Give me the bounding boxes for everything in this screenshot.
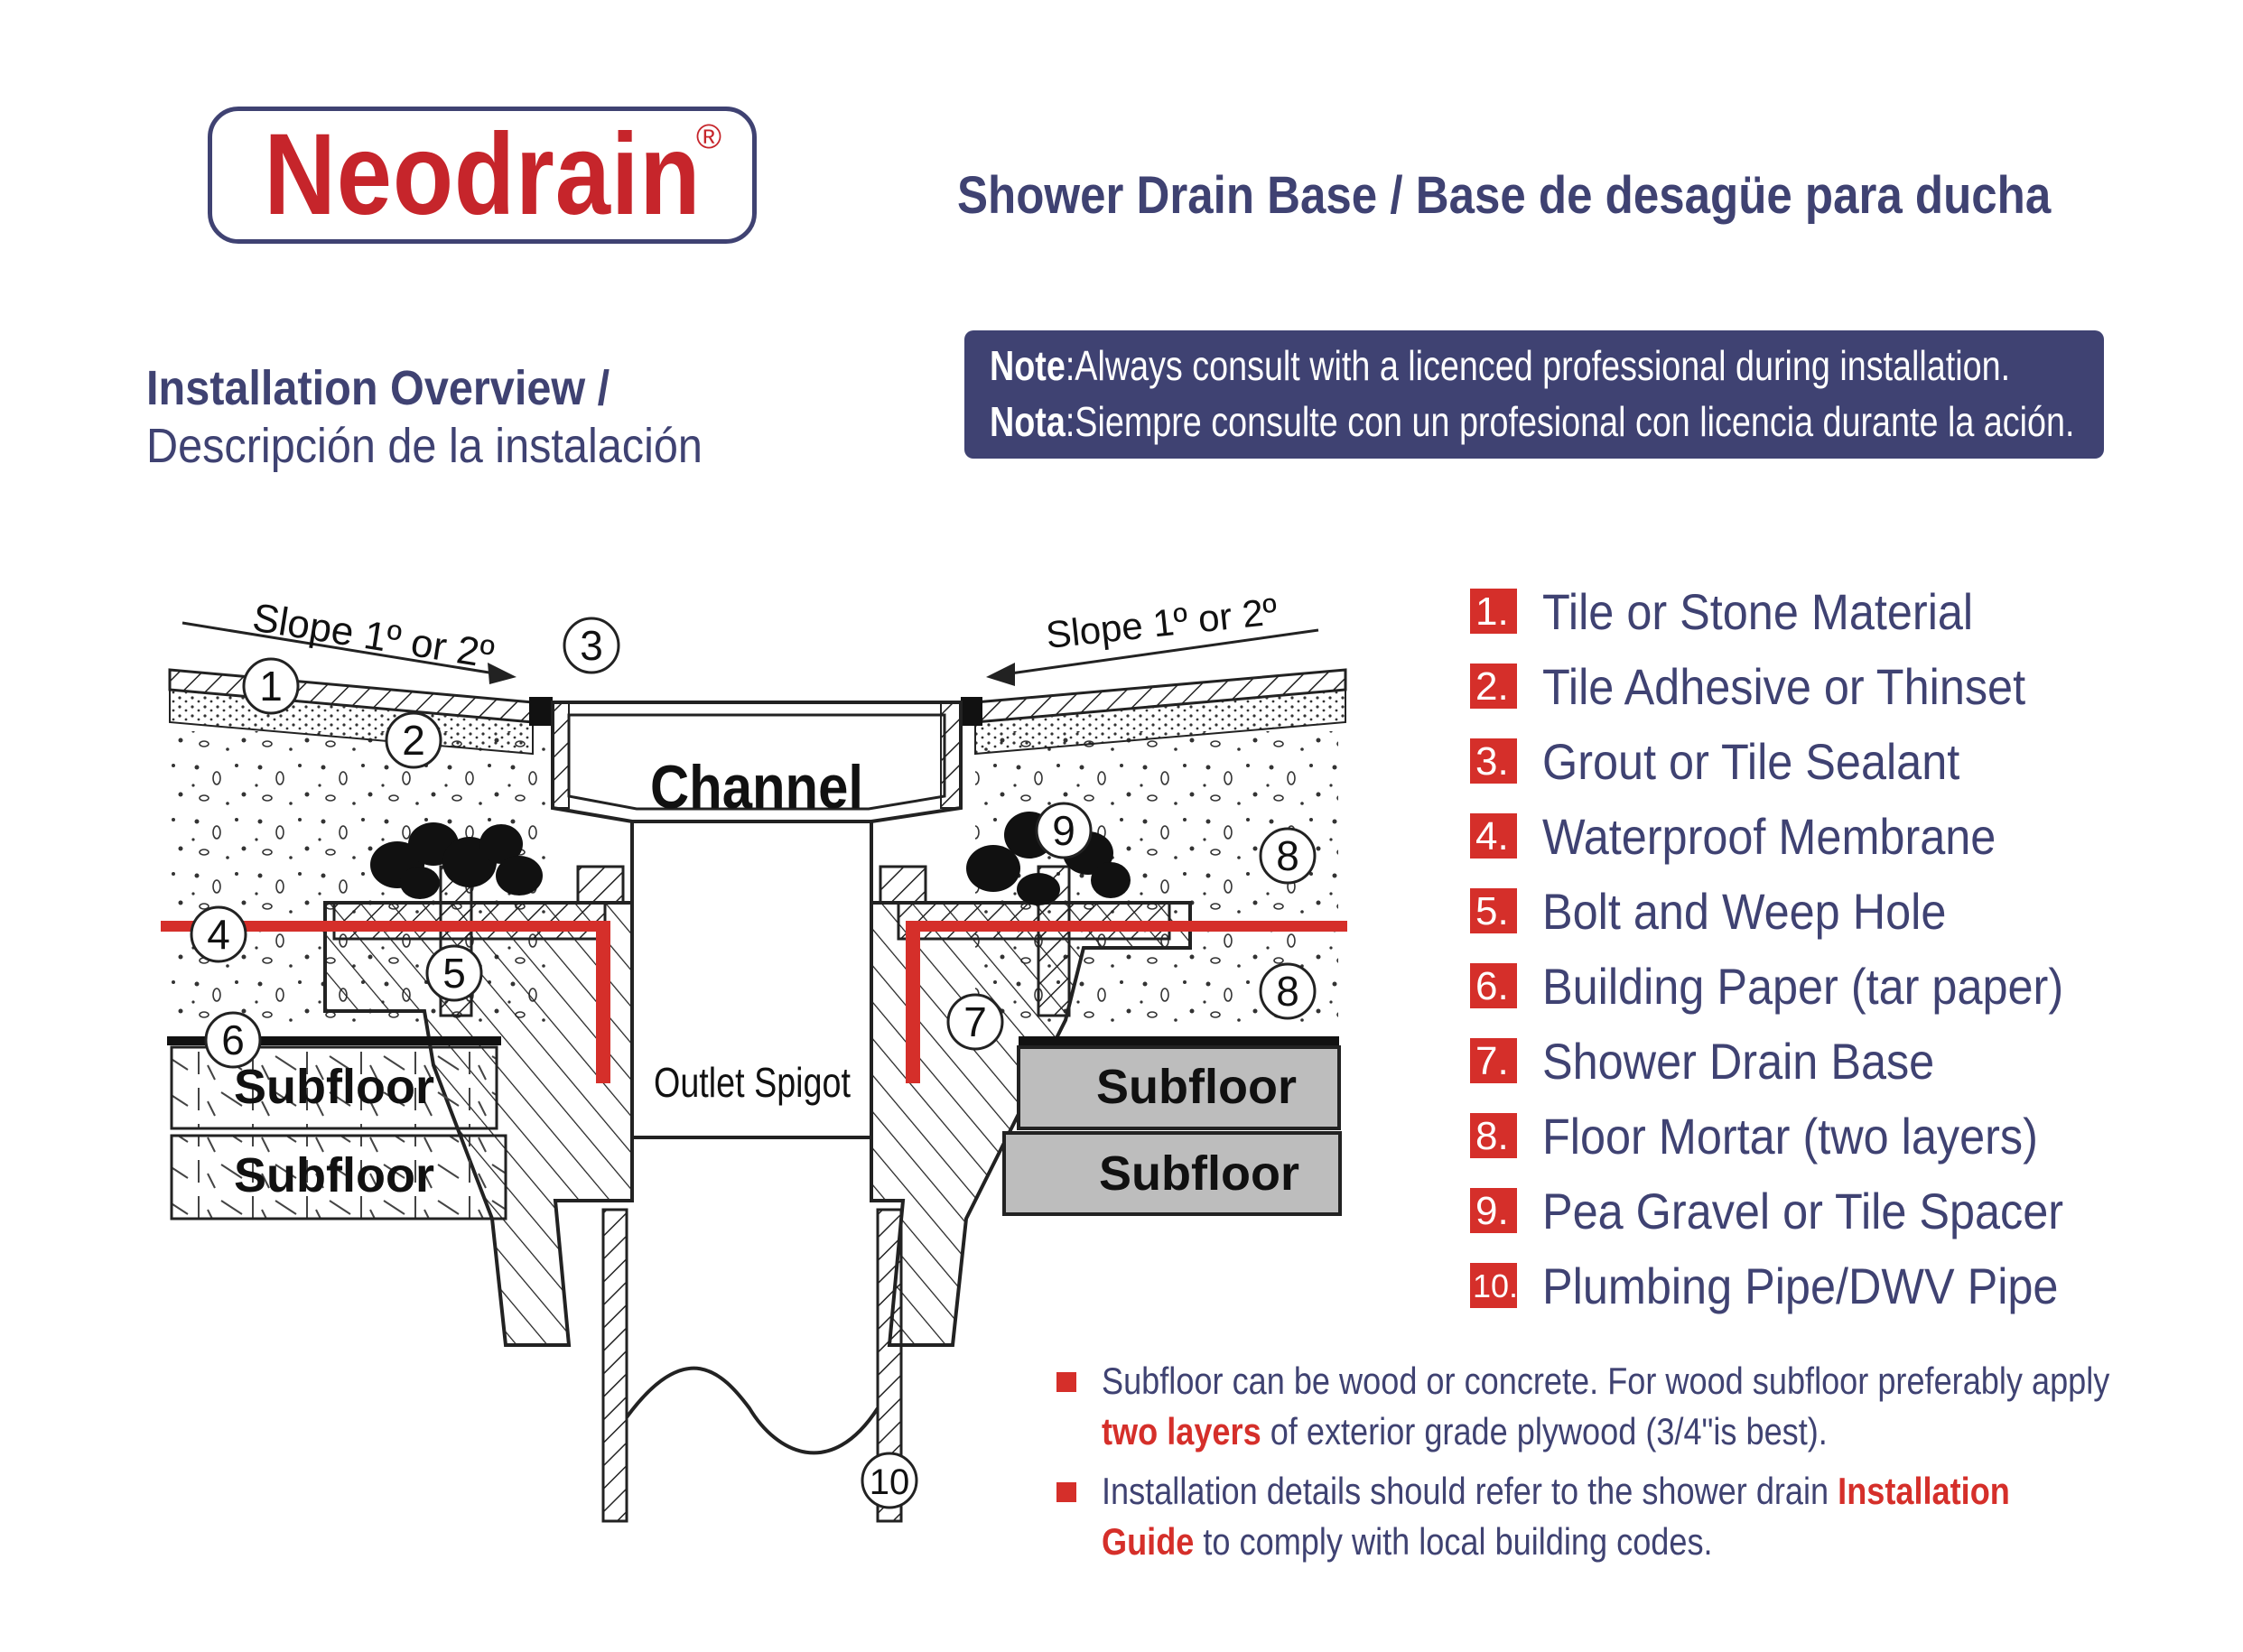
subfloor-right-2-label: Subfloor: [1099, 1146, 1299, 1201]
svg-text:7: 7: [963, 998, 987, 1045]
subfloor-left-2-label: Subfloor: [234, 1148, 434, 1202]
svg-text:10: 10: [870, 1462, 910, 1502]
note-en: Note:Always consult with a licenced prof…: [990, 338, 2010, 394]
note-2-highlight-2: Guide: [1102, 1520, 1195, 1563]
note-2-line-1: Installation details should refer to the…: [1102, 1470, 2010, 1512]
outlet-label: Outlet Spigot: [654, 1059, 851, 1105]
bullet-1: [1056, 1372, 1076, 1392]
brand-name: Neodrain: [264, 110, 701, 239]
subfloor-left-2: [170, 1134, 507, 1220]
svg-text:1: 1: [259, 663, 283, 710]
callout-3: 3: [563, 617, 620, 674]
grout-left: [529, 697, 553, 726]
note-2-highlight-1: Installation: [1838, 1470, 2010, 1512]
note-box: Note:Always consult with a licenced prof…: [964, 330, 2104, 459]
building-paper-left: [167, 1036, 501, 1045]
note-1-line-2: two layers of exterior grade plywood (3/…: [1102, 1410, 1828, 1452]
svg-text:4: 4: [207, 911, 230, 958]
slope-right-label: Slope 1º or 2º: [1044, 589, 1280, 656]
callout-4: 4: [190, 905, 247, 963]
svg-text:9: 9: [1052, 807, 1075, 854]
svg-text:6: 6: [221, 1016, 245, 1063]
diagram-callouts: 1 2 3 4 5 6 7 8 8 9 10: [190, 617, 1317, 1509]
callout-2: 2: [385, 711, 442, 769]
bullet-2: [1056, 1482, 1076, 1502]
svg-text:3: 3: [580, 622, 603, 669]
brand-logo: Neodrain ®: [208, 107, 757, 244]
section-title-es: Descripción de la instalación: [146, 419, 703, 473]
svg-text:2: 2: [402, 717, 425, 764]
callout-7: 7: [946, 993, 1004, 1051]
svg-text:8: 8: [1276, 832, 1299, 879]
subfloor-right-1: [1017, 1045, 1341, 1130]
note-en-text: :Always consult with a licenced professi…: [1065, 342, 2011, 389]
subfloor-right-2: [1002, 1131, 1342, 1216]
note-1-highlight: two layers: [1102, 1410, 1261, 1452]
outlet-spigot: [630, 820, 873, 1139]
svg-text:8: 8: [1276, 968, 1299, 1015]
section-title-en: Installation Overview /: [146, 361, 610, 415]
subfloor-left-1-label: Subfloor: [234, 1060, 434, 1114]
callout-5: 5: [425, 944, 483, 1002]
subfloor-right-1-label: Subfloor: [1096, 1060, 1297, 1114]
callout-9: 9: [1035, 802, 1093, 859]
pipe-break-line: [625, 1366, 880, 1455]
adhesive-right: [974, 688, 1346, 756]
note-es-label: Nota: [990, 398, 1066, 445]
note-2-line-2: Guide to comply with local building code…: [1102, 1520, 1713, 1563]
building-paper-right: [1019, 1036, 1339, 1045]
grout-right: [961, 697, 982, 726]
note-es: Nota:Siempre consulte con un profesional…: [990, 394, 2074, 450]
callout-6: 6: [204, 1011, 262, 1069]
note-1-line-1: Subfloor can be wood or concrete. For wo…: [1102, 1360, 2110, 1402]
callout-8a: 8: [1259, 827, 1317, 885]
note-es-text: :Siempre consulte con un profesional con…: [1065, 398, 2075, 445]
pipe-left-wall: [601, 1208, 628, 1523]
pea-gravel-left: [370, 822, 543, 899]
section-title: Installation Overview / Descripción de l…: [146, 359, 703, 475]
callout-8b: 8: [1259, 962, 1317, 1020]
channel-label: Channel: [650, 752, 863, 821]
callout-1: 1: [242, 657, 300, 715]
page-title: Shower Drain Base / Base de desagüe para…: [957, 166, 2052, 225]
note-en-label: Note: [990, 342, 1066, 389]
registered-mark: ®: [696, 118, 721, 156]
svg-text:5: 5: [442, 950, 466, 997]
callout-10: 10: [861, 1452, 918, 1509]
